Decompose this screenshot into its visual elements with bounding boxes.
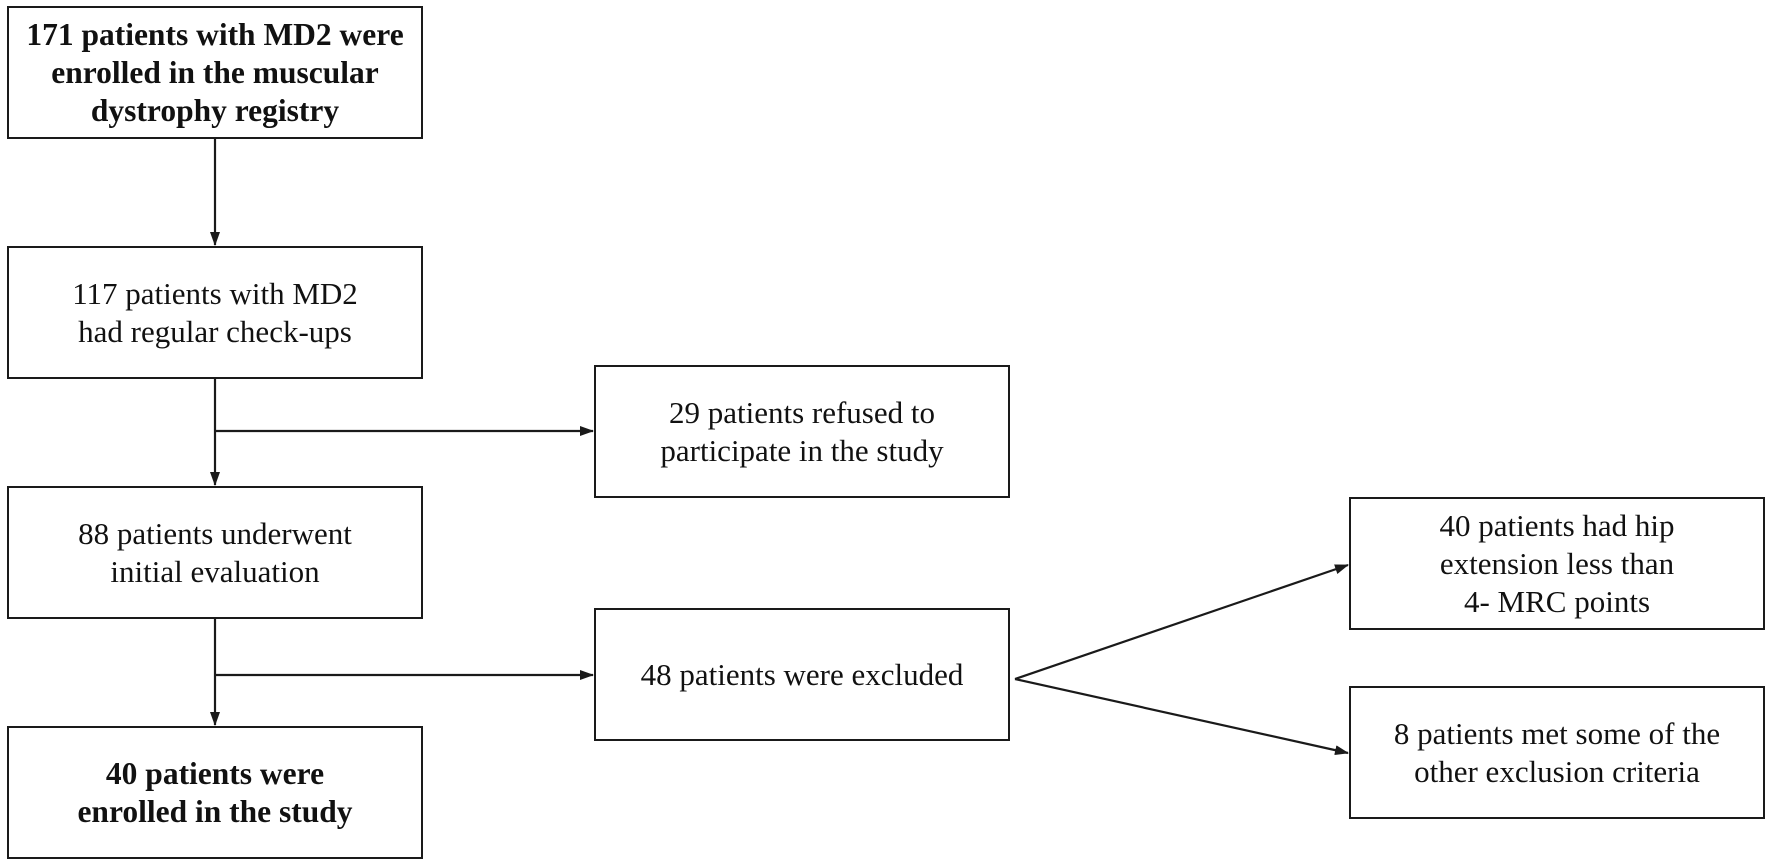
checkups-box: 117 patients with MD2 had regular check-… [7,246,423,379]
other-criteria-box: 8 patients met some of the other exclusi… [1349,686,1765,819]
checkups-text-line: 117 patients with MD2 [72,275,358,311]
registry-text-line: dystrophy registry [90,92,340,128]
refused-text-line: 29 patients refused to [668,394,935,430]
evaluation-text-line: 88 patients underwent [78,515,352,551]
excluded-text-line: 48 patients were excluded [640,656,964,692]
hip-extension-text-line: extension less than [1439,545,1675,581]
other-criteria-text-line: 8 patients met some of the [1393,715,1721,751]
arrow-excluded-to-hip [1014,563,1349,681]
enrolled-text-line: enrolled in the study [77,793,353,829]
arrow-excluded-to-other [1014,677,1349,756]
enrolled-box: 40 patients were enrolled in the study [7,726,423,859]
checkups-text-line: had regular check-ups [78,313,352,349]
refused-text-line: participate in the study [660,432,944,468]
refused-box: 29 patients refused to participate in th… [594,365,1010,498]
hip-extension-box: 40 patients had hip extension less than … [1349,497,1765,630]
other-criteria-text-line: other exclusion criteria [1414,753,1700,789]
evaluation-text-line: initial evaluation [110,553,320,589]
registry-text-line: 171 patients with MD2 were [26,16,404,52]
excluded-box: 48 patients were excluded [594,608,1010,741]
hip-extension-text-line: 4- MRC points [1463,583,1651,619]
hip-extension-text-line: 40 patients had hip [1439,507,1675,543]
registry-box: 171 patients with MD2 were enrolled in t… [7,6,423,139]
evaluation-box: 88 patients underwent initial evaluation [7,486,423,619]
enrolled-text-line: 40 patients were [105,755,325,791]
registry-text-line: enrolled in the muscular [51,54,379,90]
